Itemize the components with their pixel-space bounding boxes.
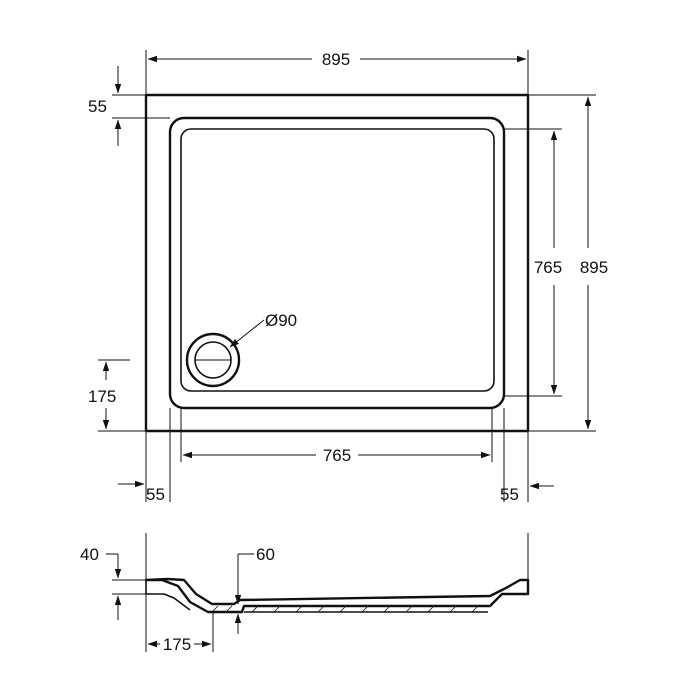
dim-overall-depth: 895 — [528, 94, 608, 432]
dim-rim-height: 40 — [80, 545, 146, 620]
overall-depth-label: 895 — [580, 258, 608, 277]
basin-rim-edge — [168, 116, 506, 410]
dim-rim-left: 55 — [118, 408, 171, 504]
section-view — [144, 533, 530, 614]
waste-outlet-outer — [185, 332, 241, 388]
dim-rim-top: 55 — [88, 66, 170, 146]
plan-view: Ø90 — [144, 93, 530, 433]
dim-waste-offset-y: 175 — [88, 359, 146, 432]
base-height-label: 60 — [256, 545, 275, 564]
inner-depth-label: 765 — [534, 258, 562, 277]
dim-rim-right: 55 — [500, 408, 554, 504]
waste-offset-y-label: 175 — [88, 387, 116, 406]
waste-leader-line — [229, 319, 265, 348]
rim-left-label: 55 — [146, 485, 165, 504]
dim-overall-width: 895 — [145, 50, 529, 95]
tray-section-profile — [144, 577, 530, 614]
basin-floor-edge — [180, 128, 495, 392]
waste-diameter-label: Ø90 — [265, 311, 297, 330]
base-hatching — [211, 605, 479, 613]
rim-top-label: 55 — [88, 97, 107, 116]
dim-inner-width: 765 — [180, 408, 493, 465]
waste-offset-x-label: 175 — [163, 635, 191, 654]
dim-waste-offset-x: 175 — [145, 594, 214, 654]
dim-base-height: 60 — [234, 545, 275, 634]
tray-outer-outline — [144, 93, 530, 433]
tray-section-underside — [145, 580, 191, 611]
inner-width-label: 765 — [323, 446, 351, 465]
dim-inner-depth: 765 — [504, 128, 562, 397]
rim-right-label: 55 — [500, 485, 519, 504]
overall-width-label: 895 — [322, 50, 350, 69]
rim-height-label: 40 — [80, 545, 99, 564]
